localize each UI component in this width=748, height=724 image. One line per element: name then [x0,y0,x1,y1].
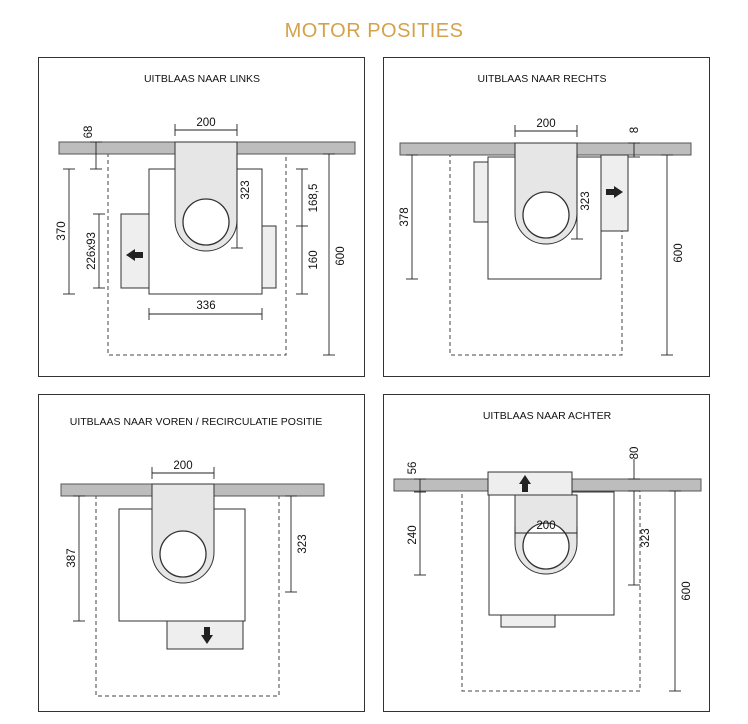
panel-title: UITBLAAS NAAR ACHTER [483,410,612,422]
dim-600: 600 [673,243,685,262]
panel-title: UITBLAAS NAAR LINKS [144,73,260,85]
fan-opening [159,530,207,578]
dim-160: 160 [308,250,320,269]
dim-68: 68 [83,126,95,139]
arrow-right-icon [606,186,623,198]
arrow-left-icon [126,249,143,261]
fan-opening [522,191,570,239]
fan-opening [182,198,230,246]
arrow-up-icon [519,475,531,492]
panel-uitblaas-links: UITBLAAS NAAR LINKS 200 68 370 226x93 32… [38,57,365,377]
dim-200: 200 [536,118,555,130]
dim-378: 378 [399,207,411,226]
panel-uitblaas-achter: UITBLAAS NAAR ACHTER 200 56 240 80 323 6… [383,394,710,712]
outlet-right [261,225,277,289]
arrow-down-icon [201,627,213,644]
dim-56: 56 [407,462,419,475]
diagram-uitblaas-links: UITBLAAS NAAR LINKS 200 68 370 226x93 32… [56,73,356,356]
dim-336: 336 [196,300,215,312]
panel-title: UITBLAAS NAAR VOREN / RECIRCULATIE POSIT… [70,416,322,428]
fan-opening [522,522,570,570]
panel-title: UITBLAAS NAAR RECHTS [478,73,607,85]
dim-600: 600 [681,581,693,600]
dim-168-5: 168,5 [308,184,320,213]
dim-600: 600 [335,246,347,265]
diagram-uitblaas-rechts: UITBLAAS NAAR RECHTS 200 8 378 323 600 [399,73,692,356]
outlet-left [473,161,489,223]
dim-323: 323 [240,180,252,199]
dim-387: 387 [66,548,78,567]
dim-200: 200 [173,460,192,472]
dim-323: 323 [640,528,652,547]
page-title: MOTOR POSITIES [284,20,464,42]
panel-uitblaas-voren: UITBLAAS NAAR VOREN / RECIRCULATIE POSIT… [38,394,365,712]
dim-370: 370 [56,221,68,240]
dim-200: 200 [196,117,215,129]
dim-200: 200 [536,520,555,532]
dim-323: 323 [580,191,592,210]
ceiling-right [570,478,702,492]
dim-323: 323 [297,534,309,553]
dim-8: 8 [629,127,641,133]
ceiling-left [393,478,491,492]
panel-uitblaas-rechts: UITBLAAS NAAR RECHTS 200 8 378 323 600 [383,57,710,377]
dim-80: 80 [629,447,641,460]
diagram-uitblaas-voren: UITBLAAS NAAR VOREN / RECIRCULATIE POSIT… [60,416,325,697]
dim-240: 240 [407,525,419,544]
dim-226x93: 226x93 [86,232,98,270]
diagram-uitblaas-achter: UITBLAAS NAAR ACHTER 200 56 240 80 323 6… [393,410,702,692]
outlet-bottom [500,614,556,628]
hood-outline [107,152,287,356]
